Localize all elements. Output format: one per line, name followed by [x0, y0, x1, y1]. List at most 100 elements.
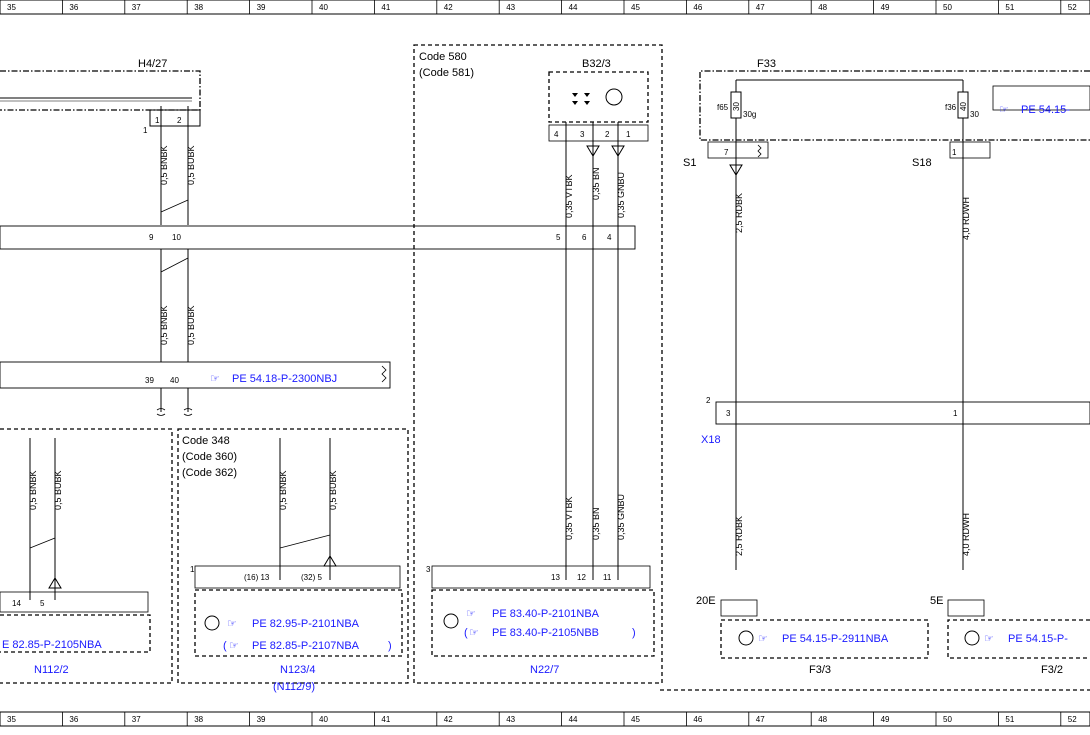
pointing-hand-icon: ☞ [229, 640, 239, 652]
ruler-label: 50 [943, 715, 952, 724]
ref-link-54-15-f33[interactable]: PE 54.15- [1021, 104, 1070, 116]
conn1-pin-10: 10 [172, 233, 181, 242]
ref-link-54-15-2911[interactable]: PE 54.15-P-2911NBA [782, 633, 889, 645]
wire-bnbk-n123: 0,5 BNBK [278, 470, 288, 510]
fuse-f36-label: f36 [945, 103, 957, 112]
ruler-label: 39 [257, 3, 266, 12]
n112-2-frame [0, 428, 173, 684]
wire-bubk-middle: 0,5 BUBK [186, 305, 196, 345]
h4-27-pin-group: 1 [143, 126, 148, 135]
f3-3-label: F3/3 [809, 664, 831, 676]
transistor-icon [443, 613, 459, 629]
wire-gnbu-lower: 0,35 GNBU [616, 494, 626, 540]
f33-label: F33 [757, 58, 776, 70]
b32-3-frame [548, 71, 649, 123]
ruler-label: 49 [881, 3, 890, 12]
code-348-label: Code 348 [182, 435, 230, 447]
h4-27-pin-2: 2 [177, 116, 182, 125]
ref-link-54-18[interactable]: PE 54.18-P-2300NBJ [232, 373, 337, 385]
ruler-label: 45 [631, 715, 640, 724]
n123-4-pin-5: (32) 5 [301, 573, 322, 582]
conn1-pin-4: 4 [607, 233, 612, 242]
ruler-label: 52 [1068, 3, 1077, 12]
wire-vtbk-upper: 0,35 VTBK [564, 174, 574, 218]
fuse-f65-rating: 30 [732, 102, 741, 111]
f3-2-label: F3/2 [1041, 664, 1063, 676]
pointing-hand-icon: ☞ [758, 633, 768, 645]
ruler-label: 48 [818, 715, 827, 724]
ruler-label: 40 [319, 3, 328, 12]
n123-4-label: N123/4 [280, 664, 315, 676]
x18-pin-1: 1 [953, 409, 958, 418]
s18-pin: 1 [952, 148, 957, 157]
ref-link-83-40-2101[interactable]: PE 83.40-P-2101NBA [492, 608, 600, 620]
ruler-label: 41 [381, 3, 390, 12]
paren-open: ( [223, 640, 227, 652]
ruler-label: 49 [881, 715, 890, 724]
wire-bnbk-middle: 0,5 BNBK [159, 305, 169, 345]
ruler-label: 47 [756, 3, 765, 12]
ruler-label: 43 [506, 3, 515, 12]
conn1-pin-6: 6 [582, 233, 587, 242]
ruler-label: 51 [1005, 715, 1014, 724]
f3-2-pin-label: 5E [930, 595, 943, 607]
ruler-label: 42 [444, 3, 453, 12]
pointing-hand-icon: ☞ [999, 104, 1009, 116]
b32-3-pin-4: 4 [554, 130, 559, 139]
code-580-frame [413, 44, 663, 684]
x18-label: X18 [701, 434, 721, 446]
connector-row-1 [0, 225, 636, 250]
conn1-pin-9: 9 [149, 233, 154, 242]
ruler-label: 51 [1005, 3, 1014, 12]
ruler-label: 40 [319, 715, 328, 724]
wire-bn-upper: 0,35 BN [591, 167, 601, 200]
n22-7-group: 3 [426, 565, 431, 574]
ruler-label: 44 [569, 715, 578, 724]
paren-close: ) [388, 640, 392, 652]
n22-7-pin-13: 13 [551, 573, 560, 582]
n112-2-pin-14: 14 [12, 599, 21, 608]
ruler-label: 38 [194, 3, 203, 12]
fuse-f36-rating: 40 [959, 102, 968, 111]
x18-group: 2 [706, 396, 711, 405]
ruler-label: 42 [444, 715, 453, 724]
wire-rdbk-lower: 2,5 RDBK [734, 516, 744, 556]
connector-row-2 [0, 361, 391, 389]
ruler-label: 46 [693, 715, 702, 724]
code-360-label: (Code 360) [182, 451, 237, 463]
h4-27-frame [0, 70, 201, 111]
ruler-label: 52 [1068, 715, 1077, 724]
conn1-pin-5: 5 [556, 233, 561, 242]
ref-link-83-40-2105[interactable]: PE 83.40-P-2105NBB [492, 627, 599, 639]
code-580-label: Code 580 [419, 51, 467, 63]
pointing-hand-icon: ☞ [469, 627, 479, 639]
f3-2-frame [947, 619, 1090, 659]
ruler-label: 35 [7, 3, 16, 12]
ref-link-54-15-f3-2[interactable]: PE 54.15-P- [1008, 633, 1068, 645]
conn2-pin-39: 39 [145, 376, 154, 385]
s18-label: S18 [912, 157, 932, 169]
f3-3-frame [720, 619, 929, 659]
wire-rdwh-lower: 4,0 RDWH [961, 513, 971, 556]
b32-3-label: B32/3 [582, 58, 611, 70]
code-581-label: (Code 581) [419, 67, 474, 79]
fuse-f65-label: f65 [717, 103, 729, 112]
wire-bubk-upper: 0,5 BUBK [186, 145, 196, 185]
ruler-label: 35 [7, 715, 16, 724]
f3-3-pin-label: 20E [696, 595, 716, 607]
x18-connector [715, 401, 1090, 425]
pointing-hand-icon: ☞ [984, 633, 994, 645]
pointing-hand-icon: ☞ [210, 373, 220, 385]
fuse-f65-terminal: 30g [743, 110, 756, 119]
ref-link-82-85-2107[interactable]: PE 82.85-P-2107NBA [252, 640, 360, 652]
pointing-hand-icon: ☞ [227, 618, 237, 630]
ruler-label: 37 [132, 715, 141, 724]
ref-link-82-85-2105[interactable]: E 82.85-P-2105NBA [2, 639, 102, 651]
n112-2-pin-5: 5 [40, 599, 45, 608]
ref-link-82-95-2101[interactable]: PE 82.95-P-2101NBA [252, 618, 360, 630]
n123-4-group: 1 [190, 565, 195, 574]
